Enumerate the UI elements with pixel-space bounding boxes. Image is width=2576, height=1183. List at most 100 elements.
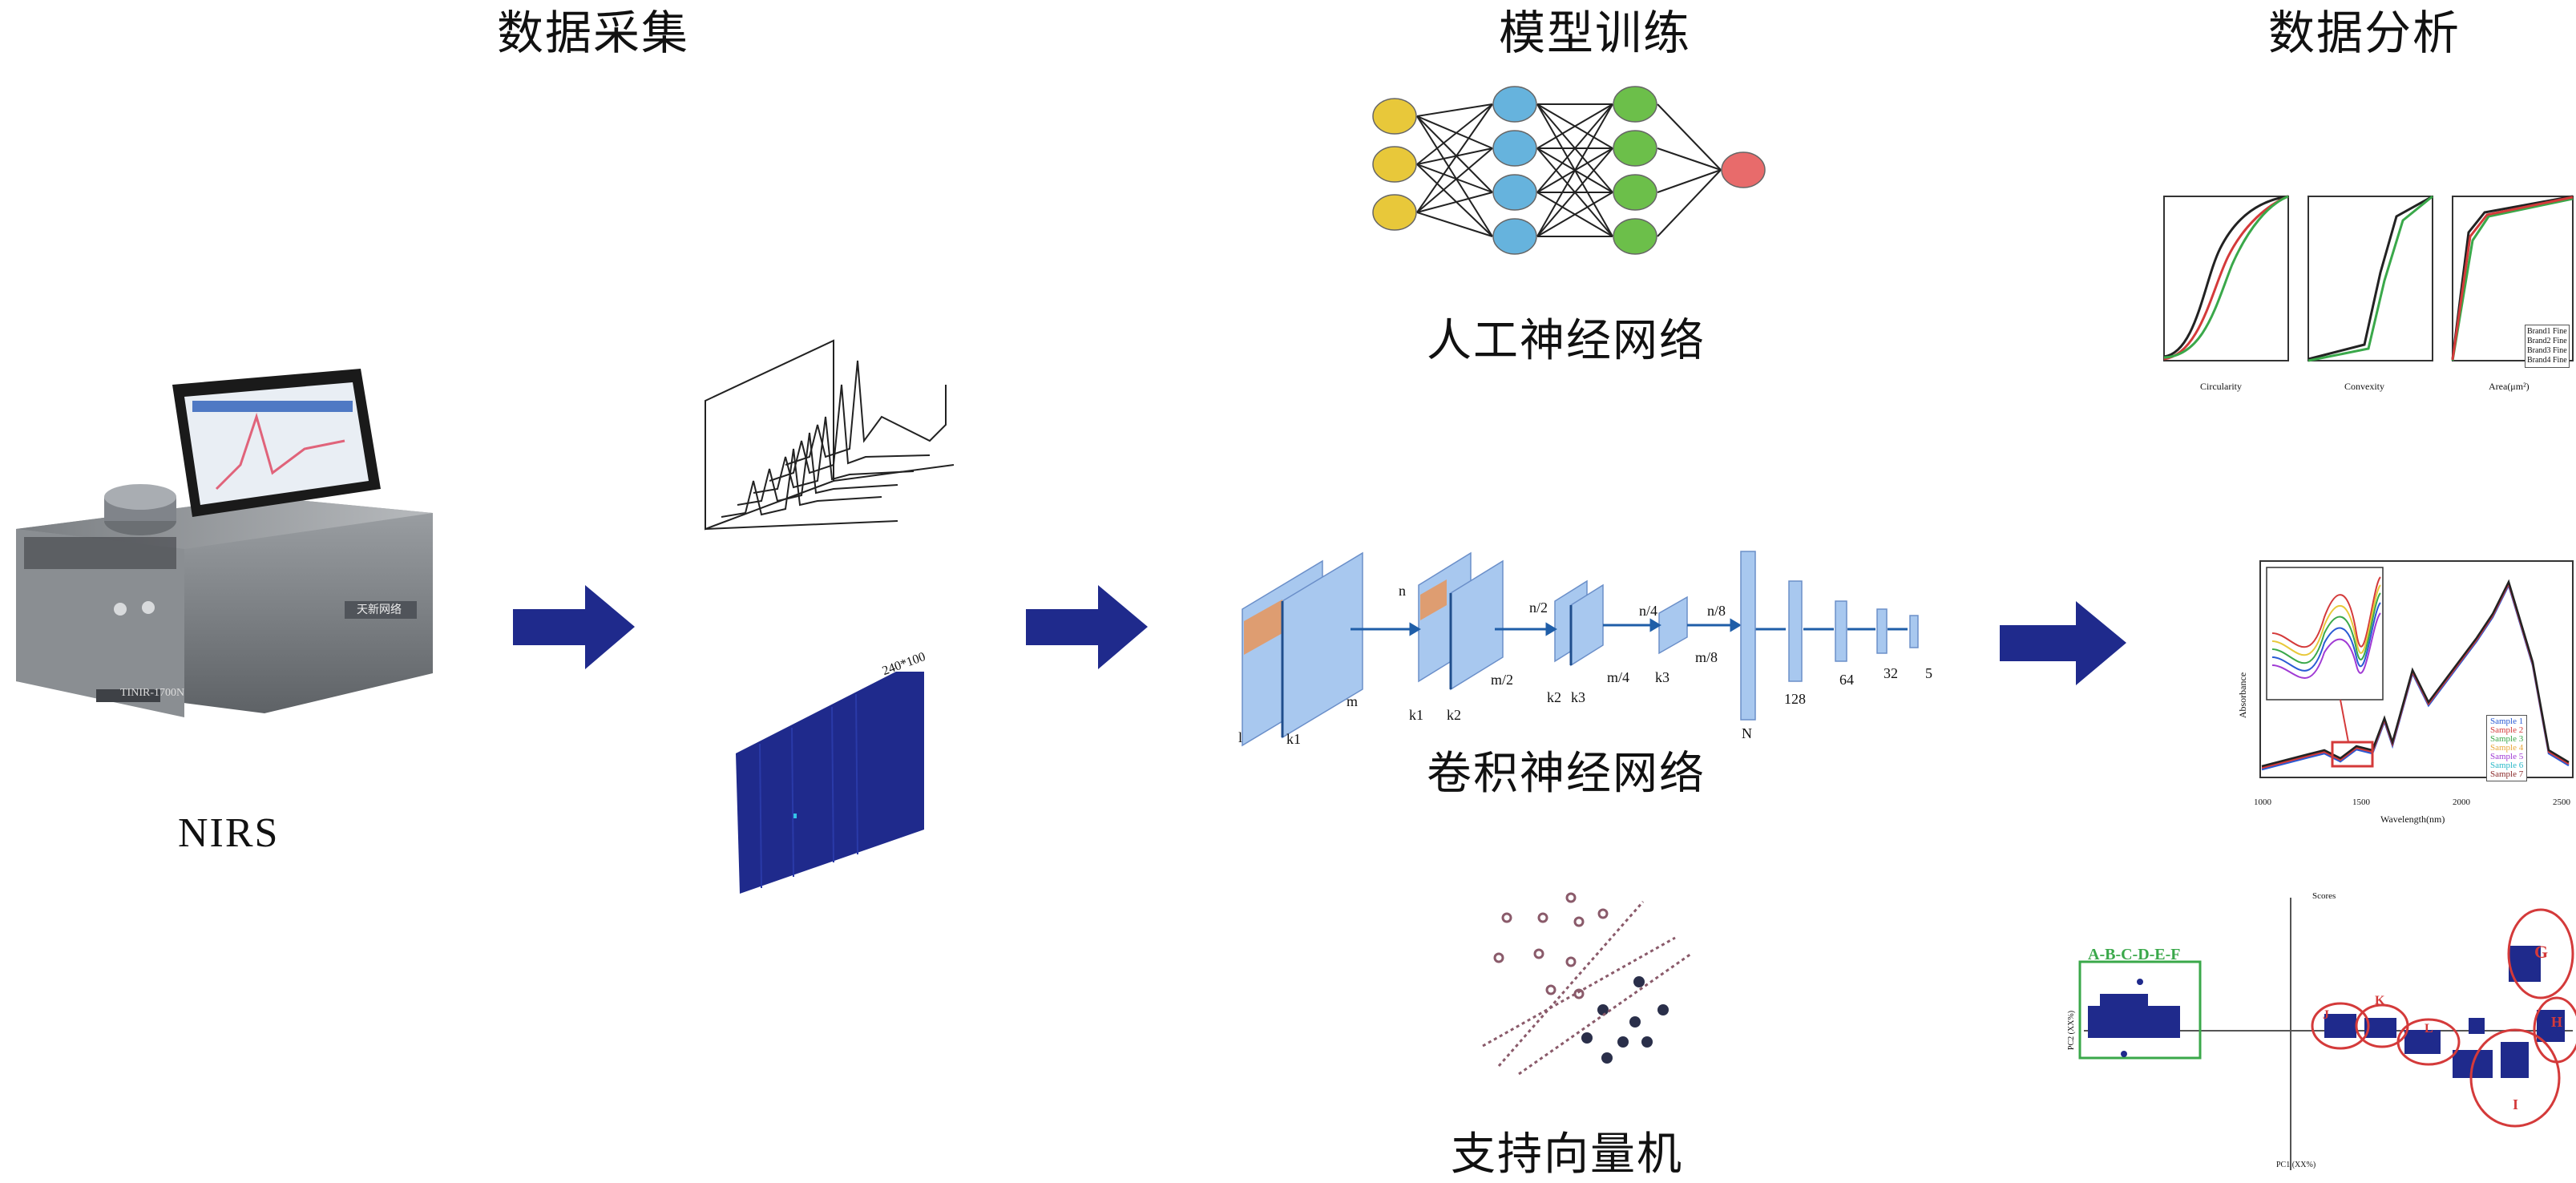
- cdf-legend-4: Brand4 Fine: [2527, 356, 2567, 365]
- ann-connection: [1416, 164, 1493, 237]
- spectra-xtick-2: 1500: [2352, 797, 2370, 807]
- cdf-legend-2: Brand2 Fine: [2527, 337, 2567, 345]
- ann-connection: [1416, 212, 1493, 237]
- arrow-1: [513, 585, 635, 669]
- pca-group-H: H: [2551, 1014, 2563, 1030]
- device-brand-label: TINIR-1700N: [120, 687, 185, 699]
- cnn-bottom-m4: m/4: [1607, 669, 1630, 685]
- ann-hidden1-node: [1492, 174, 1537, 211]
- spectra-xtick-4: 2500: [2553, 797, 2570, 807]
- cnn-bottom-64: 64: [1839, 672, 1854, 688]
- spectra-image-heatmap: [736, 656, 925, 894]
- spectra-analysis-xlabel: Wavelength(nm): [2380, 814, 2445, 825]
- cdf-plots: [2163, 195, 2574, 362]
- spectra-legend-6: Sample 6: [2490, 761, 2524, 770]
- caption-svm: 支持向量机: [1451, 1128, 1683, 1181]
- spectra-xtick-1: 1000: [2254, 797, 2271, 807]
- ann-connection: [1416, 103, 1493, 165]
- spectra-analysis-legend: Sample 1 Sample 2 Sample 3 Sample 4 Samp…: [2486, 715, 2528, 781]
- cnn-label-n8: n/8: [1707, 603, 1726, 619]
- ann-hidden2-node: [1613, 174, 1657, 211]
- ann-connection: [1536, 103, 1613, 237]
- ann-diagram: [1372, 86, 1766, 255]
- cnn-bottom-k3b: k3: [1655, 669, 1670, 685]
- cnn-diagram: [1242, 551, 1919, 747]
- arrow-2: [1026, 585, 1148, 669]
- ann-hidden2-node: [1613, 86, 1657, 123]
- ann-hidden1-node: [1492, 130, 1537, 167]
- cdf-legend-1: Brand1 Fine: [2527, 327, 2567, 336]
- pca-group-J: J: [2323, 1008, 2329, 1022]
- ann-connection: [1416, 103, 1493, 213]
- ann-connection: [1657, 169, 1722, 237]
- ann-connection: [1416, 164, 1493, 193]
- spectra-analysis-ylabel: Absorbance: [2237, 672, 2249, 719]
- arrow-3: [2000, 601, 2126, 685]
- ann-connection: [1536, 192, 1613, 237]
- caption-nirs: NIRS: [178, 810, 280, 856]
- cdf-xlabel-3: Area(μm²): [2489, 381, 2530, 392]
- ann-connection: [1416, 147, 1493, 213]
- spectra-legend-4: Sample 4: [2490, 743, 2524, 753]
- cnn-bottom-32: 32: [1884, 665, 1898, 681]
- cnn-bottom-5: 5: [1925, 665, 1932, 681]
- pca-title: Scores: [2312, 891, 2336, 901]
- cnn-bottom-m2: m/2: [1491, 672, 1514, 688]
- ann-connection: [1657, 147, 1722, 171]
- cnn-bottom-N: N: [1742, 725, 1752, 741]
- ann-hidden2-node: [1613, 130, 1657, 167]
- spectra-3d-plot: [705, 339, 955, 531]
- spectra-xtick-3: 2000: [2453, 797, 2470, 807]
- cnn-bottom-k2: k2: [1447, 707, 1461, 723]
- header-model-training: 模型训练: [1499, 6, 1692, 60]
- ann-input-node: [1372, 98, 1417, 135]
- ann-connection: [1416, 192, 1493, 213]
- ann-connection: [1416, 115, 1493, 193]
- pca-group-L: L: [2425, 1022, 2433, 1036]
- ann-connection: [1536, 103, 1613, 193]
- header-data-collection: 数据采集: [497, 6, 690, 60]
- pca-group-left-label: A-B-C-D-E-F: [2088, 946, 2181, 963]
- cnn-bottom-k2b: k2: [1547, 689, 1561, 705]
- ann-input-node: [1372, 194, 1417, 231]
- cnn-bottom-128: 128: [1784, 691, 1806, 707]
- ann-hidden2-node: [1613, 218, 1657, 255]
- ann-connection: [1416, 115, 1493, 149]
- caption-cnn: 卷积神经网络: [1427, 748, 1706, 800]
- cdf-xlabel-1: Circularity: [2200, 381, 2242, 392]
- cnn-label-n4: n/4: [1639, 603, 1658, 619]
- cnn-label-n2: n/2: [1529, 600, 1548, 616]
- ann-output-node: [1721, 151, 1766, 188]
- pca-group-I: I: [2513, 1096, 2519, 1112]
- pca-scores-plot: [2078, 898, 2576, 1170]
- cdf-xlabel-2: Convexity: [2344, 381, 2384, 392]
- cdf-legend: Brand1 Fine Brand2 Fine Brand3 Fine Bran…: [2525, 325, 2570, 368]
- ann-connection: [1657, 103, 1722, 171]
- ann-connection: [1536, 147, 1613, 237]
- ann-input-node: [1372, 146, 1417, 183]
- cdf-legend-3: Brand3 Fine: [2527, 346, 2567, 355]
- pca-group-G: G: [2534, 942, 2549, 962]
- pca-group-K: K: [2375, 994, 2385, 1007]
- ann-hidden1-node: [1492, 86, 1537, 123]
- cnn-bottom-k1b: k1: [1409, 707, 1423, 723]
- spectra-legend-1: Sample 1: [2490, 717, 2524, 726]
- ann-connection: [1416, 103, 1493, 117]
- spectra-analysis-plot: [2259, 560, 2574, 778]
- nirs-device-illustration: [16, 369, 433, 717]
- cnn-label-n: n: [1399, 583, 1406, 599]
- ann-hidden1-node: [1492, 218, 1537, 255]
- header-data-analysis: 数据分析: [2268, 6, 2461, 60]
- spectra-legend-3: Sample 3: [2490, 734, 2524, 744]
- pca-xlabel: PC1 (XX%): [2276, 1161, 2316, 1169]
- cnn-bottom-m: m: [1347, 693, 1359, 709]
- cnn-bottom-l: l: [1238, 729, 1243, 745]
- pca-ylabel: PC2 (XX%): [2067, 1010, 2077, 1051]
- caption-ann: 人工神经网络: [1427, 315, 1706, 367]
- spectra-legend-2: Sample 2: [2490, 725, 2524, 735]
- ann-connection: [1657, 169, 1722, 193]
- ann-connection: [1416, 115, 1493, 237]
- ann-connection: [1416, 147, 1493, 165]
- cnn-bottom-k3: k3: [1571, 689, 1585, 705]
- device-logo-label: 天新网络: [357, 604, 402, 616]
